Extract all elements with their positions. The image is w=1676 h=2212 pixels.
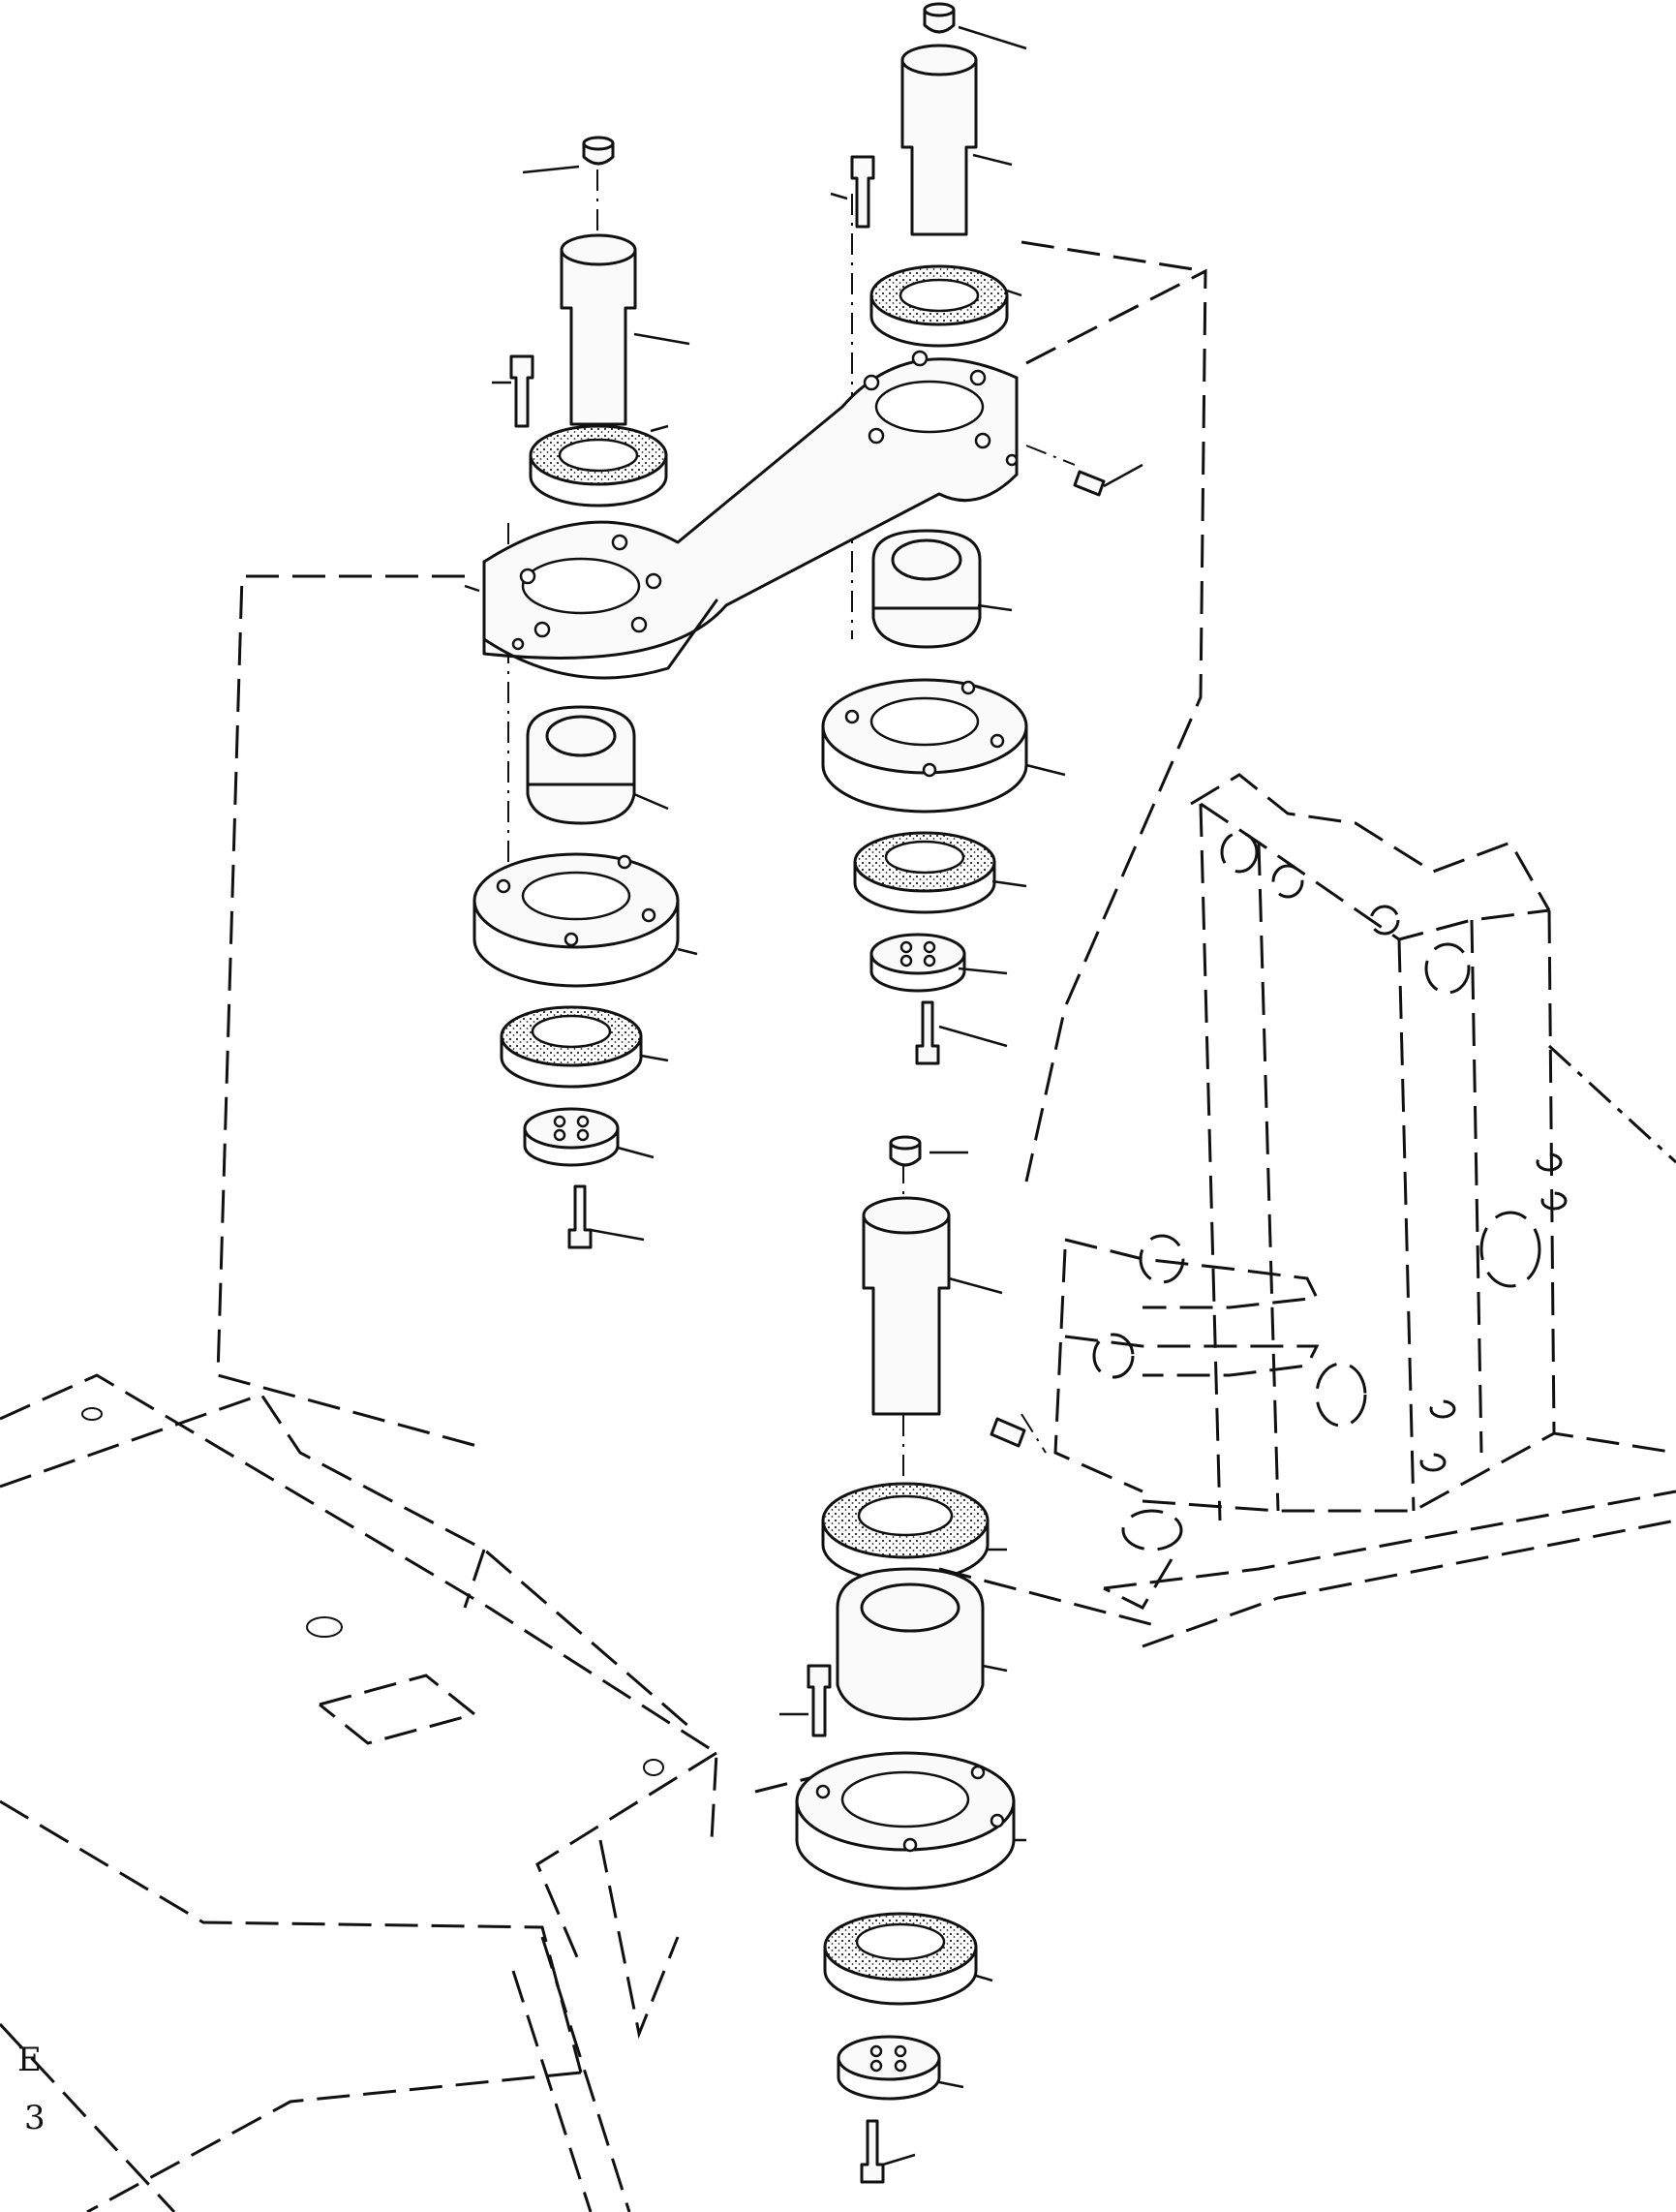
middle-left-stack: [472, 705, 680, 1249]
upper-right-stack: [850, 2, 1106, 497]
upper-left-stack: [509, 136, 668, 507]
link-arm: [482, 350, 1019, 680]
margin-mark-3: 3: [24, 2099, 46, 2137]
middle-right-stack: [821, 529, 1028, 1065]
pivot-pin: [560, 248, 637, 426]
frame-details: [81, 831, 1568, 1776]
phantom-frame-outlines: [0, 240, 1676, 2212]
cap-screw: [509, 354, 534, 428]
lower-stack: [795, 1135, 1026, 2184]
margin-mark-e: E: [17, 2041, 42, 2079]
leader-lines: [464, 25, 1143, 2166]
